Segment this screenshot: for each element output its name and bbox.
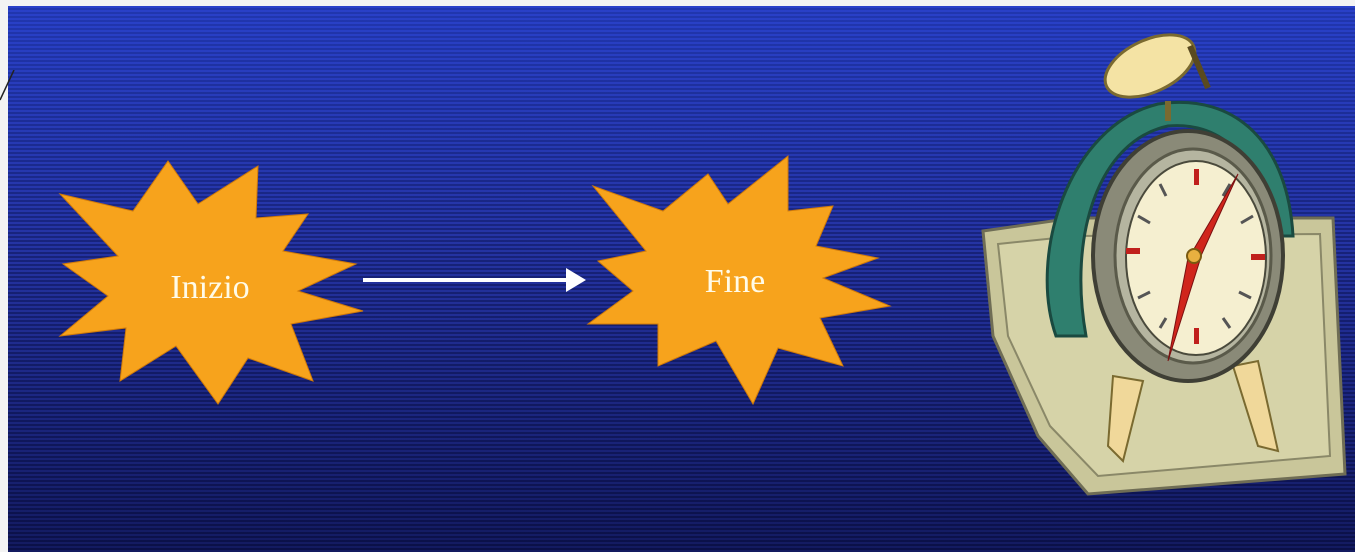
- arrow-head-icon: [566, 268, 586, 292]
- end-label: Fine: [705, 263, 765, 300]
- start-burst: Inizio: [60, 161, 363, 404]
- end-burst: Fine: [588, 156, 890, 404]
- diagram-canvas: Inizio Fine: [8, 6, 1355, 552]
- alarm-clock-icon: [983, 22, 1345, 494]
- corner-line: [0, 70, 20, 180]
- slide-background: Inizio Fine: [8, 6, 1355, 552]
- start-label: Inizio: [170, 269, 249, 306]
- connector-arrow: [363, 268, 586, 292]
